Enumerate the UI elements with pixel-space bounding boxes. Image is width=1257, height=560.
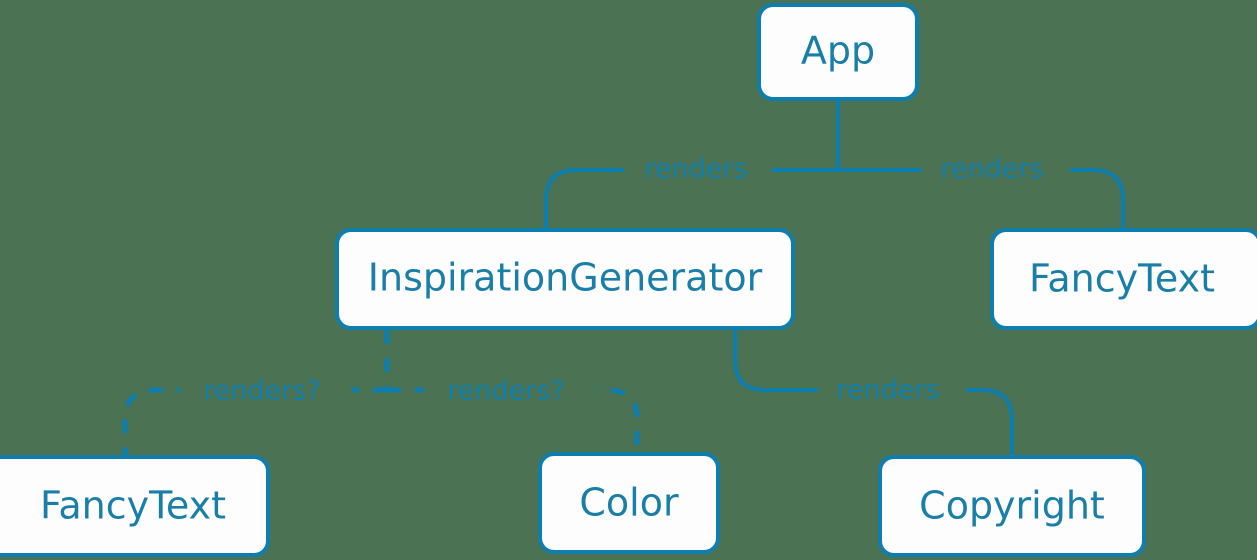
- node-color[interactable]: Color: [538, 452, 720, 554]
- node-inspiration-generator[interactable]: InspirationGenerator: [335, 228, 795, 330]
- node-copyright[interactable]: Copyright: [878, 455, 1146, 557]
- node-app[interactable]: App: [757, 3, 919, 101]
- edge-label-mask-app-left: [624, 150, 772, 188]
- edge-inspiration-generator-to-fancytext-bottom: [122, 387, 387, 455]
- node-fancytext-bottom-box[interactable]: [0, 455, 270, 557]
- node-fancytext-bottom-label: FancyText: [40, 484, 226, 528]
- edge-app-to-fancytext-top: [838, 168, 1125, 228]
- node-fancytext-bottom[interactable]: FancyText: [0, 455, 270, 557]
- edge-label-app-to-inspiration-generator: renders: [644, 154, 747, 185]
- edge-label-inspiration-generator-to-fancytext-bottom: renders?: [203, 376, 320, 407]
- edge-label-mask-ig-left: [180, 372, 352, 410]
- node-inspiration-generator-label: InspirationGenerator: [368, 256, 763, 300]
- edge-app-to-inspiration-generator: [544, 168, 838, 228]
- edge-label-mask-ig-right: [818, 372, 966, 410]
- node-copyright-label: Copyright: [919, 484, 1105, 528]
- node-fancytext-top-box[interactable]: [990, 228, 1257, 330]
- node-fancytext-top-label: FancyText: [1029, 257, 1215, 301]
- node-fancytext-top[interactable]: FancyText: [990, 228, 1257, 330]
- edge-label-inspiration-generator-to-color: renders?: [447, 376, 564, 407]
- edge-label-mask-ig-mid: [424, 372, 596, 410]
- node-color-box[interactable]: [538, 452, 720, 554]
- node-app-box[interactable]: [757, 3, 919, 101]
- edge-label-app-to-fancytext-top: renders: [940, 154, 1043, 185]
- node-copyright-box[interactable]: [878, 455, 1146, 557]
- node-app-label: App: [801, 29, 875, 73]
- edge-label-mask-app-right: [922, 150, 1070, 188]
- node-color-label: Color: [579, 481, 679, 525]
- node-inspiration-generator-box[interactable]: [335, 228, 795, 330]
- edge-label-inspiration-generator-to-copyright: renders: [836, 375, 939, 406]
